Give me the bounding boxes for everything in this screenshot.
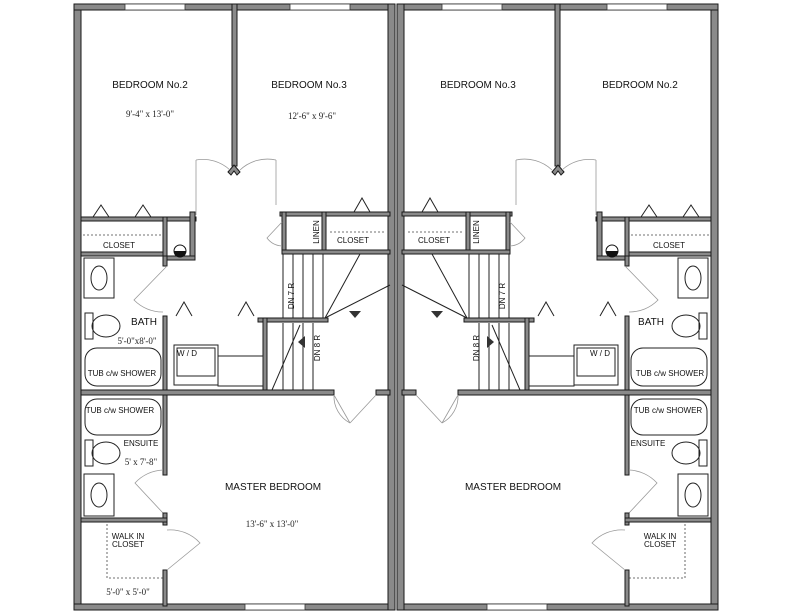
linen-label: LINEN	[472, 220, 481, 244]
room-label-bedroom2: BEDROOM No.2	[112, 80, 188, 91]
room-dims-walk-in: 5'-0" x 5'-0"	[106, 587, 150, 597]
closet-label: CLOSET	[418, 236, 450, 245]
room-dims-ensuite: 5' x 7'-8"	[125, 457, 158, 467]
right-unit-labels: BEDROOM No.3 BEDROOM No.2 CLOSET CLOSET …	[418, 80, 704, 549]
left-unit-plan	[73, 3, 396, 611]
closet-label: CLOSET	[653, 241, 685, 250]
room-dims-bedroom3: 12'-6" x 9'-6"	[288, 111, 336, 121]
room-label-bath: BATH	[131, 317, 157, 328]
stairs-label: DN 8 R	[313, 335, 322, 361]
room-label-master: MASTER BEDROOM	[465, 482, 561, 493]
left-unit-labels: BEDROOM No.2 9'-4" x 13'-0" BEDROOM No.3…	[86, 80, 369, 597]
stairs-label: DN 8 R	[472, 335, 481, 361]
walk-in-label: WALK IN	[644, 532, 677, 541]
room-label-ensuite: ENSUITE	[631, 439, 666, 448]
stairs-label: DN 7 R	[498, 283, 507, 309]
right-unit-plan	[396, 3, 719, 611]
laundry-label: W / D	[177, 349, 197, 358]
tub-label: TUB c/w SHOWER	[634, 406, 703, 415]
room-dims-master: 13'-6" x 13'-0"	[246, 519, 299, 529]
linen-label: LINEN	[312, 220, 321, 244]
walk-in-label: CLOSET	[112, 540, 144, 549]
laundry-label: W / D	[590, 349, 610, 358]
walk-in-label: WALK IN	[112, 532, 145, 541]
tub-label: TUB c/w SHOWER	[636, 369, 705, 378]
room-dims-bedroom2: 9'-4" x 13'-0"	[126, 109, 174, 119]
room-label-master: MASTER BEDROOM	[225, 482, 321, 493]
stairs-label: DN 7 R	[287, 283, 296, 309]
room-dims-bath: 5'-0"x8'-0"	[117, 336, 156, 346]
closet-label: CLOSET	[103, 241, 135, 250]
room-label-bedroom3: BEDROOM No.3	[271, 80, 347, 91]
room-label-ensuite: ENSUITE	[124, 439, 159, 448]
tub-label: TUB c/w SHOWER	[86, 406, 155, 415]
room-label-bedroom2: BEDROOM No.2	[602, 80, 678, 91]
room-label-bath: BATH	[638, 317, 664, 328]
closet-label: CLOSET	[337, 236, 369, 245]
tub-label: TUB c/w SHOWER	[88, 369, 157, 378]
walk-in-label: CLOSET	[644, 540, 676, 549]
room-label-bedroom3: BEDROOM No.3	[440, 80, 516, 91]
